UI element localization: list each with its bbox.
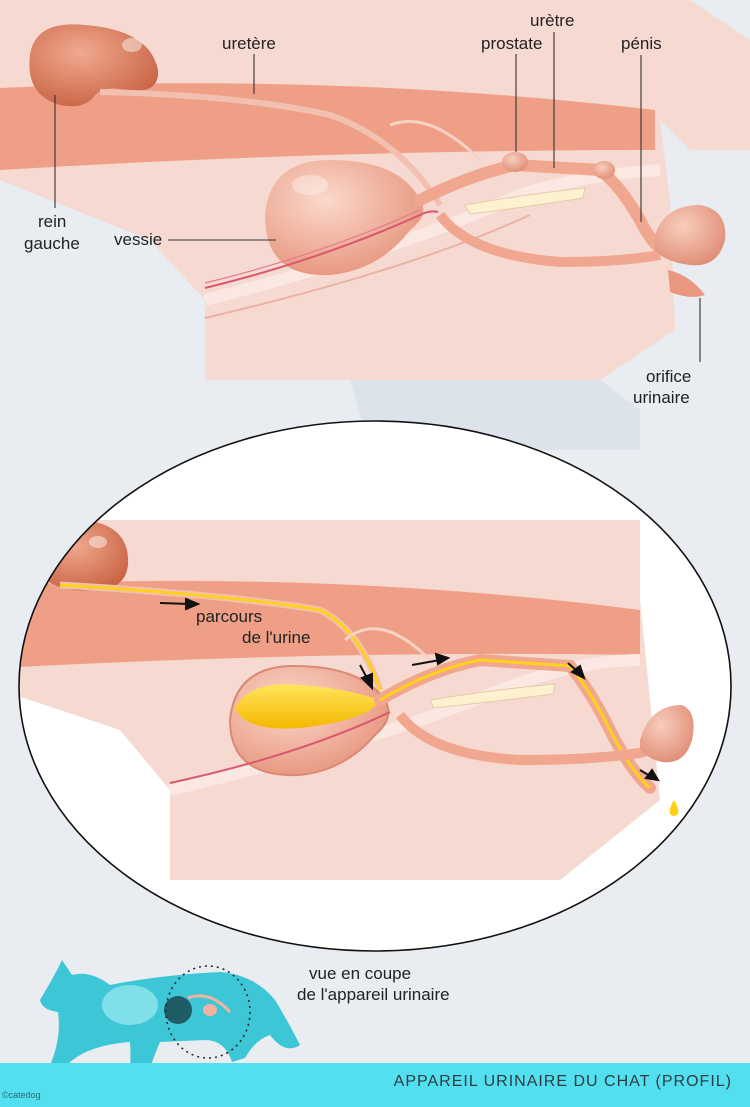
label-bladder: vessie	[114, 230, 162, 249]
pelvic-bone	[464, 187, 586, 215]
label-kidney-line2: gauche	[24, 234, 80, 253]
label-urine-line1: parcours	[196, 607, 262, 626]
urine-path-ureter	[59, 583, 382, 691]
credit: ©catedog	[2, 1090, 41, 1100]
label-kidney-line1: rein	[38, 212, 66, 231]
label-ureter: uretère	[222, 34, 276, 53]
footer-title: APPAREIL URINAIRE DU CHAT (PROFIL)	[393, 1073, 732, 1090]
label-urethra: urètre	[530, 11, 574, 30]
ureter	[99, 89, 443, 207]
label-penis: pénis	[621, 34, 662, 53]
urine-drop	[669, 800, 679, 816]
penis	[655, 205, 726, 266]
bladder	[265, 160, 424, 276]
footer-band: APPAREIL URINAIRE DU CHAT (PROFIL)	[0, 1063, 750, 1107]
bladder-urine	[235, 684, 380, 729]
cat-thumbnail: vue en coupe de l'appareil urinaire	[40, 960, 450, 1100]
top-anatomy	[0, 0, 750, 450]
bulbourethral-gland	[593, 161, 615, 179]
cat-organs	[102, 985, 158, 1025]
top-labels: uretère urètre prostate pénis rein gauch…	[24, 11, 701, 407]
blood-vessel	[204, 210, 439, 289]
label-prostate: prostate	[481, 34, 542, 53]
section-view: parcours de l'urine	[18, 420, 732, 952]
prostate	[502, 152, 528, 172]
cat-silhouette	[40, 960, 300, 1100]
flow-arrows	[159, 597, 660, 782]
label-urine-line2: de l'urine	[242, 628, 310, 647]
left-kidney	[29, 24, 159, 107]
label-orifice-line1: orifice	[646, 367, 691, 386]
urethra	[414, 158, 666, 254]
urine-path-urethra	[379, 658, 652, 790]
zoom-indicator-circle	[165, 965, 251, 1059]
section-circle-outline	[18, 420, 732, 952]
section-spine-muscle	[19, 580, 640, 668]
spine-muscle	[0, 83, 655, 170]
label-section-line2: de l'appareil urinaire	[297, 985, 450, 1004]
section-penis	[640, 705, 694, 763]
label-section-line1: vue en coupe	[309, 964, 411, 983]
label-orifice-line2: urinaire	[633, 388, 690, 407]
